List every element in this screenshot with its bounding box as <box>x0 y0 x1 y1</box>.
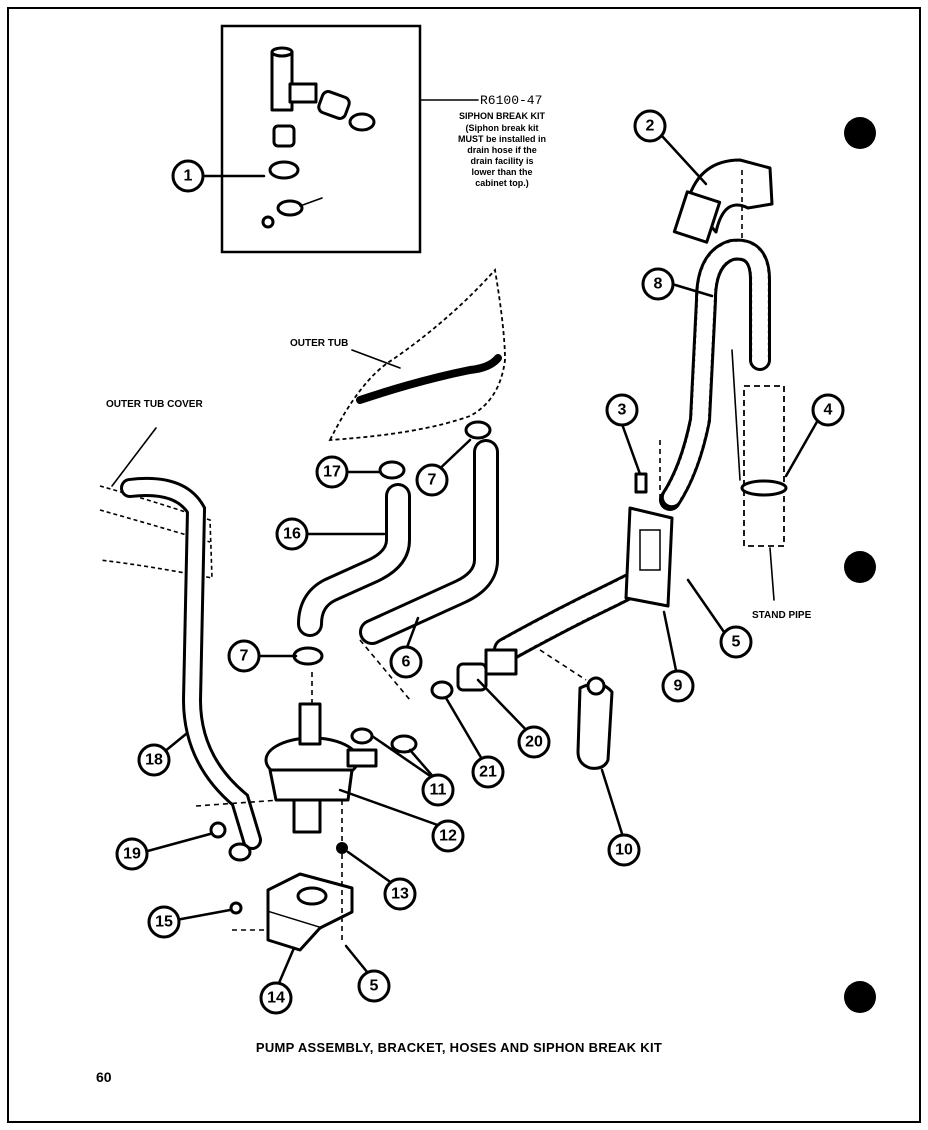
diagram-caption: PUMP ASSEMBLY, BRACKET, HOSES AND SIPHON… <box>256 1040 662 1055</box>
callout-17: 17 <box>315 455 349 489</box>
callout-19: 19 <box>115 837 149 871</box>
hose-clamp <box>378 460 406 480</box>
kit-note-line: (Siphon break kit <box>465 123 538 133</box>
binder-hole-bottom <box>844 981 876 1013</box>
callout-6: 6 <box>389 645 423 679</box>
callout-number: 5 <box>370 978 379 995</box>
corrugated-drain-extension <box>484 573 643 676</box>
callout-7: 7 <box>415 463 449 497</box>
callout-number: 1 <box>184 168 193 185</box>
kit-note: (Siphon break kit MUST be installed in d… <box>458 123 546 188</box>
callout-number: 20 <box>525 734 543 751</box>
pump-bracket <box>209 821 354 952</box>
kit-part-number: R6100-47 <box>480 93 542 108</box>
page-number: 60 <box>96 1069 112 1085</box>
callout-number: 21 <box>479 764 497 781</box>
callout-number: 12 <box>439 828 457 845</box>
callout-number: 3 <box>618 402 627 419</box>
outer-tub-outline <box>328 268 506 442</box>
callout-10: 10 <box>607 833 641 867</box>
outer-tub-cover-label: OUTER TUB COVER <box>106 399 203 410</box>
callout-number: 7 <box>240 648 249 665</box>
callout-11: 11 <box>421 773 455 807</box>
callout-number: 16 <box>283 526 301 543</box>
callout-number: 10 <box>615 842 633 859</box>
callout-number: 14 <box>267 990 285 1007</box>
callout-9: 9 <box>661 669 695 703</box>
callout-12: 12 <box>431 819 465 853</box>
drain-hose-elbow <box>672 158 774 244</box>
pump-outlet-hose <box>359 439 499 701</box>
callout-7: 7 <box>227 639 261 673</box>
kit-note-line: lower than the <box>471 167 532 177</box>
callout-number: 2 <box>646 118 655 135</box>
siphon-break-kit-box <box>220 24 479 254</box>
kit-note-line: MUST be installed in <box>458 134 546 144</box>
callout-number: 9 <box>674 678 683 695</box>
hose-clamp <box>292 646 324 666</box>
kit-note-line: drain hose if the <box>467 145 537 155</box>
callout-13: 13 <box>383 877 417 911</box>
callout-14: 14 <box>259 981 293 1015</box>
binder-hole-middle <box>844 551 876 583</box>
callout-18: 18 <box>137 743 171 777</box>
callout-number: 4 <box>824 402 833 419</box>
hose-coupling <box>456 662 488 692</box>
stand-pipe-label: STAND PIPE <box>752 610 812 621</box>
pump-inlet-hose <box>297 483 411 637</box>
callout-number: 7 <box>428 472 437 489</box>
callout-number: 5 <box>732 634 741 651</box>
callout-number: 11 <box>430 782 447 799</box>
callout-number: 15 <box>155 914 173 931</box>
callout-number: 8 <box>654 276 663 293</box>
callout-21: 21 <box>471 755 505 789</box>
kit-note-line: cabinet top.) <box>475 178 529 188</box>
hose-support <box>576 676 614 770</box>
callout-5: 5 <box>719 625 753 659</box>
page-frame <box>7 7 921 1123</box>
stand-pipe <box>740 385 788 601</box>
callout-5: 5 <box>357 969 391 1003</box>
callout-3: 3 <box>605 393 639 427</box>
callout-20: 20 <box>517 725 551 759</box>
binder-hole-top <box>844 117 876 149</box>
outer-tub-hose <box>120 477 262 862</box>
callout-8: 8 <box>641 267 675 301</box>
callout-2: 2 <box>633 109 667 143</box>
callout-number: 18 <box>145 752 163 769</box>
callout-1: 1 <box>171 159 205 193</box>
hose-clamp <box>464 420 492 440</box>
corrugated-drain-hose <box>659 238 771 511</box>
callout-number: 19 <box>123 846 141 863</box>
leader-lines <box>142 134 820 992</box>
pump-assembly <box>264 702 418 834</box>
callout-16: 16 <box>275 517 309 551</box>
outer-tub-label: OUTER TUB <box>290 338 348 349</box>
callout-number: 13 <box>391 886 409 903</box>
kit-title: SIPHON BREAK KIT <box>459 111 546 121</box>
kit-note-line: drain facility is <box>470 156 533 166</box>
callout-15: 15 <box>147 905 181 939</box>
hose-clamp <box>430 680 454 700</box>
callout-number: 6 <box>402 654 411 671</box>
callout-4: 4 <box>811 393 845 427</box>
callout-number: 17 <box>323 464 341 481</box>
